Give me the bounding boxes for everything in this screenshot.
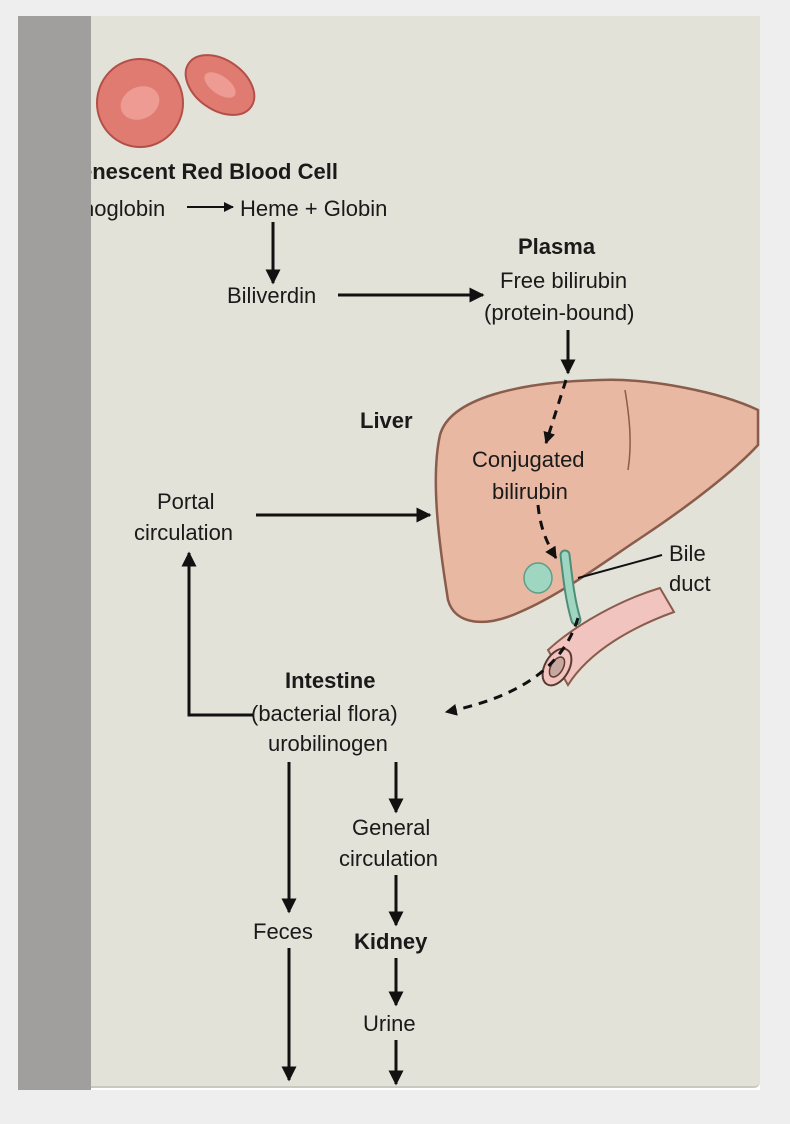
heme-globin-label: Heme + Globin bbox=[240, 196, 387, 221]
intestine-label: Intestine bbox=[285, 668, 375, 693]
intestine-illustration bbox=[541, 586, 676, 687]
portal-circulation-label: circulation bbox=[134, 520, 233, 545]
dashed-arrow bbox=[543, 379, 568, 445]
feces-label: Feces bbox=[253, 919, 313, 944]
general-label: General bbox=[352, 815, 430, 840]
dashed-arrow bbox=[444, 617, 580, 716]
urobilinogen-label: urobilinogen bbox=[268, 731, 388, 756]
kidney-label: Kidney bbox=[354, 929, 428, 954]
dashed-arrow bbox=[536, 504, 558, 560]
plasma-label: Plasma bbox=[518, 234, 596, 259]
liver-illustration bbox=[434, 378, 760, 624]
bilirubin-label: bilirubin bbox=[492, 479, 568, 504]
red-blood-cell-title: enescent Red Blood Cell bbox=[91, 159, 338, 184]
bile-label: Bile bbox=[669, 541, 706, 566]
duct-label: duct bbox=[669, 571, 711, 596]
arrow bbox=[181, 551, 254, 717]
red-blood-cell-icon bbox=[96, 58, 184, 148]
bacterial-flora-label: (bacterial flora) bbox=[251, 701, 398, 726]
hemoglobin-label: noglobin bbox=[91, 196, 165, 221]
bilirubin-metabolism-diagram: enescent Red Blood Cell noglobin Heme + … bbox=[91, 54, 760, 1086]
urine-label: Urine bbox=[363, 1011, 416, 1036]
left-sidebar bbox=[18, 16, 91, 1090]
general-circulation-label: circulation bbox=[339, 846, 438, 871]
biliverdin-label: Biliverdin bbox=[227, 283, 316, 308]
liver-label: Liver bbox=[360, 408, 413, 433]
free-bilirubin-label: Free bilirubin bbox=[500, 268, 627, 293]
red-blood-cell-icon bbox=[184, 54, 256, 116]
figure-frame: enescent Red Blood Cell noglobin Heme + … bbox=[18, 16, 760, 1090]
protein-bound-label: (protein-bound) bbox=[484, 300, 634, 325]
portal-label: Portal bbox=[157, 489, 214, 514]
diagram-panel: enescent Red Blood Cell noglobin Heme + … bbox=[91, 16, 760, 1088]
conjugated-label: Conjugated bbox=[472, 447, 585, 472]
bile-duct-illustration bbox=[559, 549, 663, 626]
